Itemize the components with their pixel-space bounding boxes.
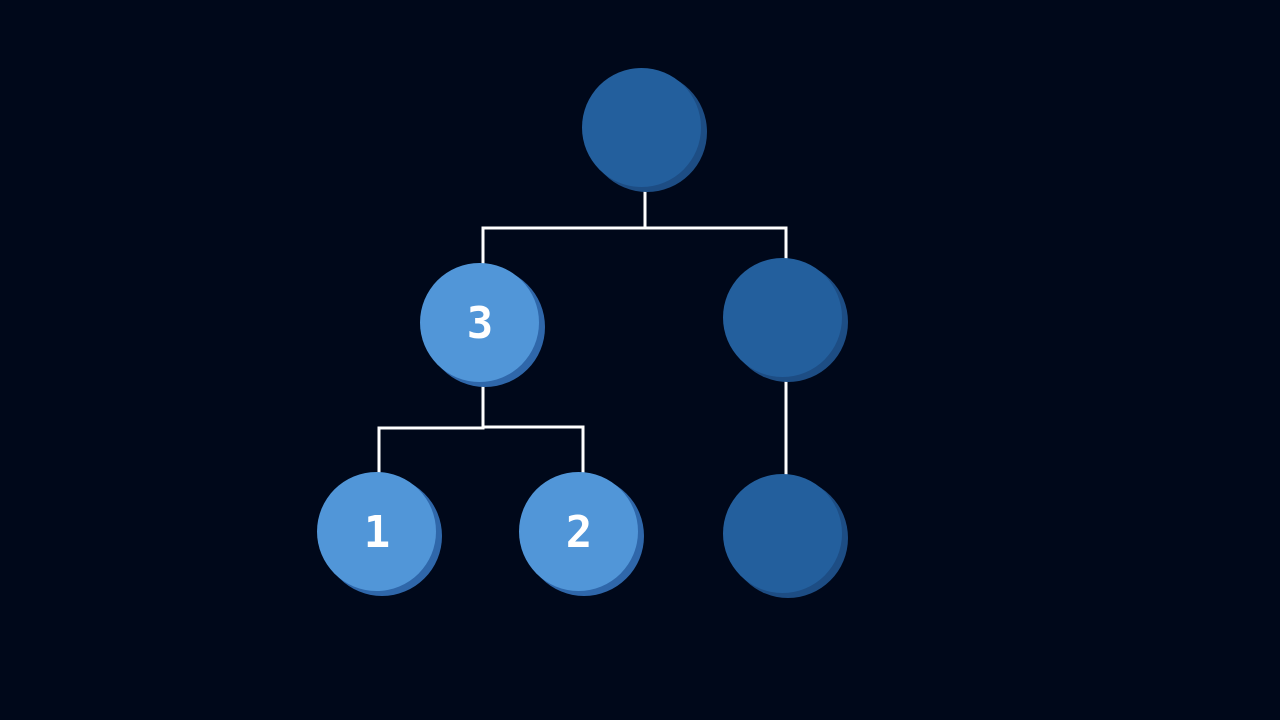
tree-node-root — [582, 68, 707, 192]
edge-left-to-left-left — [377, 386, 485, 474]
edge-left-to-left-right — [483, 425, 585, 474]
edge-root-to-left — [481, 190, 647, 265]
edge-root-to-right — [645, 226, 788, 260]
node-label: 2 — [565, 507, 593, 558]
tree-node-left-left: 1 — [317, 472, 442, 596]
tree-node-right-child — [723, 474, 848, 598]
tree-node-left-right: 2 — [519, 472, 644, 596]
node-face — [420, 263, 539, 382]
tree-node-left: 3 — [420, 263, 545, 387]
node-label: 3 — [466, 298, 494, 349]
node-face — [723, 474, 842, 593]
tree-node-right — [723, 258, 848, 382]
node-face — [723, 258, 842, 377]
node-face — [317, 472, 436, 591]
node-label: 1 — [363, 507, 391, 558]
node-face — [519, 472, 638, 591]
node-face — [582, 68, 701, 187]
